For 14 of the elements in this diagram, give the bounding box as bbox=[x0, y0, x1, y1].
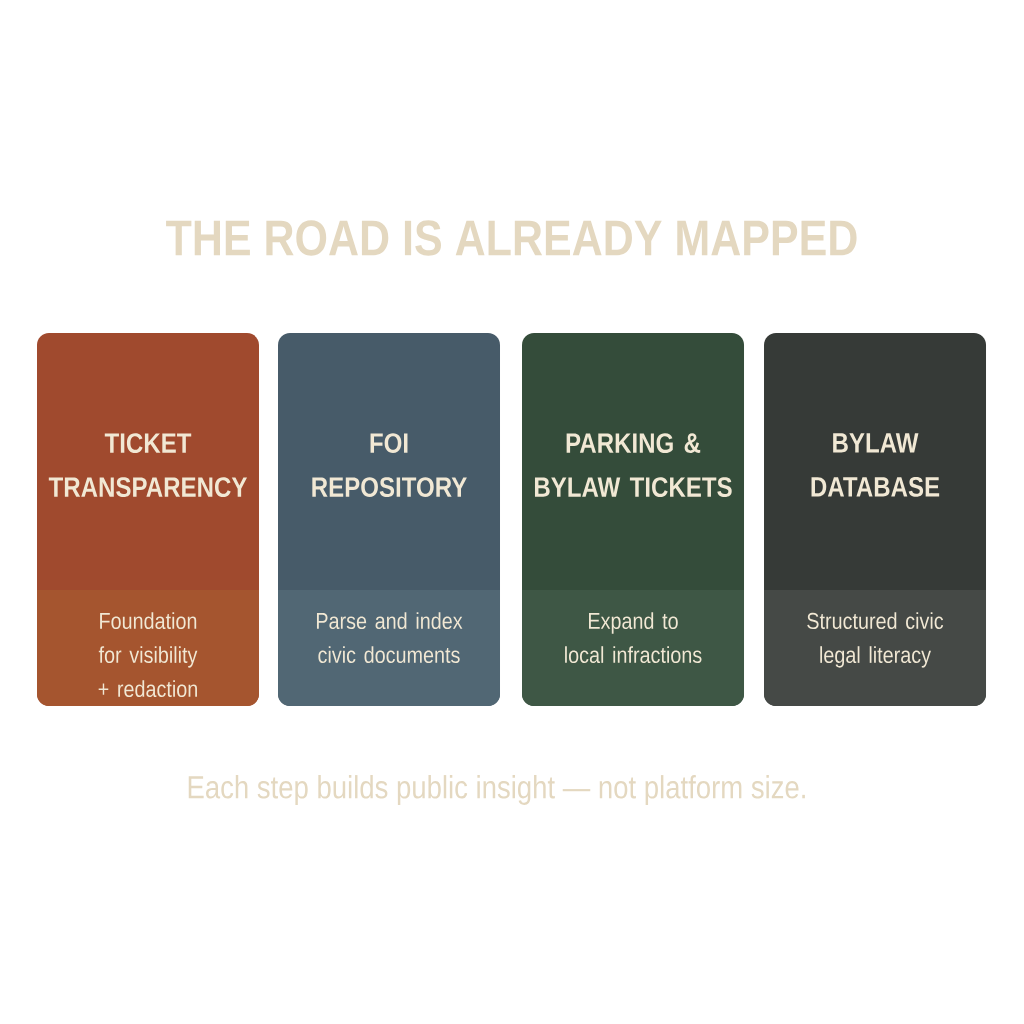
card-heading: TICKET TRANSPARENCY bbox=[48, 433, 248, 497]
card bbox=[764, 333, 986, 706]
card-heading: BYLAW DATABASE bbox=[811, 433, 940, 497]
card-description: Expand to local infractions bbox=[565, 612, 702, 664]
card-heading: FOI REPOSITORY bbox=[312, 433, 467, 497]
card-description: Parse and index civic documents bbox=[316, 612, 463, 664]
card bbox=[37, 333, 259, 706]
card bbox=[522, 333, 744, 706]
card-description: Structured civic legal literacy bbox=[807, 612, 944, 668]
card bbox=[278, 333, 500, 706]
title: THE ROAD IS ALREADY MAPPED bbox=[166, 220, 857, 256]
caption: Each step builds public insight — not platform size. bbox=[188, 775, 805, 805]
card-heading: PARKING & BYLAW TICKETS bbox=[535, 433, 732, 497]
card-description: Foundation for visibility + redaction bbox=[98, 612, 198, 698]
